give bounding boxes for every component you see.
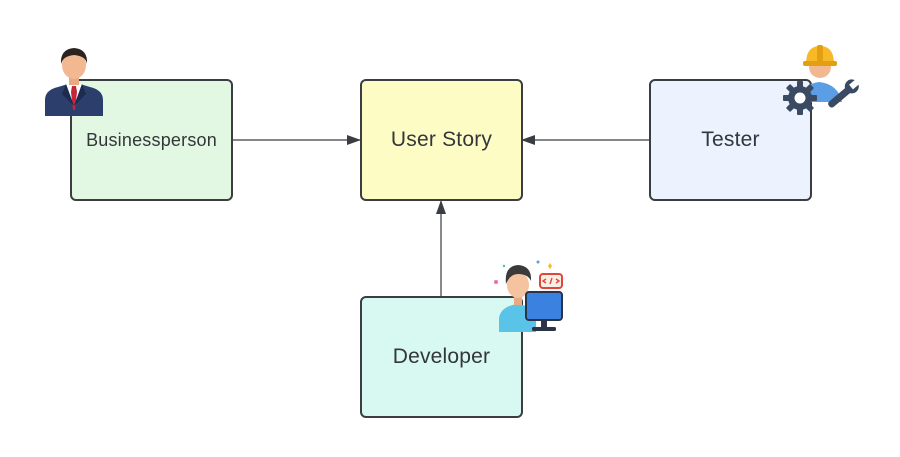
engineer-gear-wrench-icon [783, 45, 860, 115]
node-businessperson-label: Businessperson [86, 129, 217, 150]
developer-computer-icon [494, 260, 563, 332]
businessman-icon [45, 48, 103, 116]
node-user-story[interactable]: User Story [360, 79, 523, 201]
node-user-story-label: User Story [390, 128, 493, 151]
node-tester-label: Tester [701, 128, 760, 151]
node-developer-label: Developer [392, 345, 491, 368]
node-developer[interactable]: Developer [360, 296, 523, 418]
